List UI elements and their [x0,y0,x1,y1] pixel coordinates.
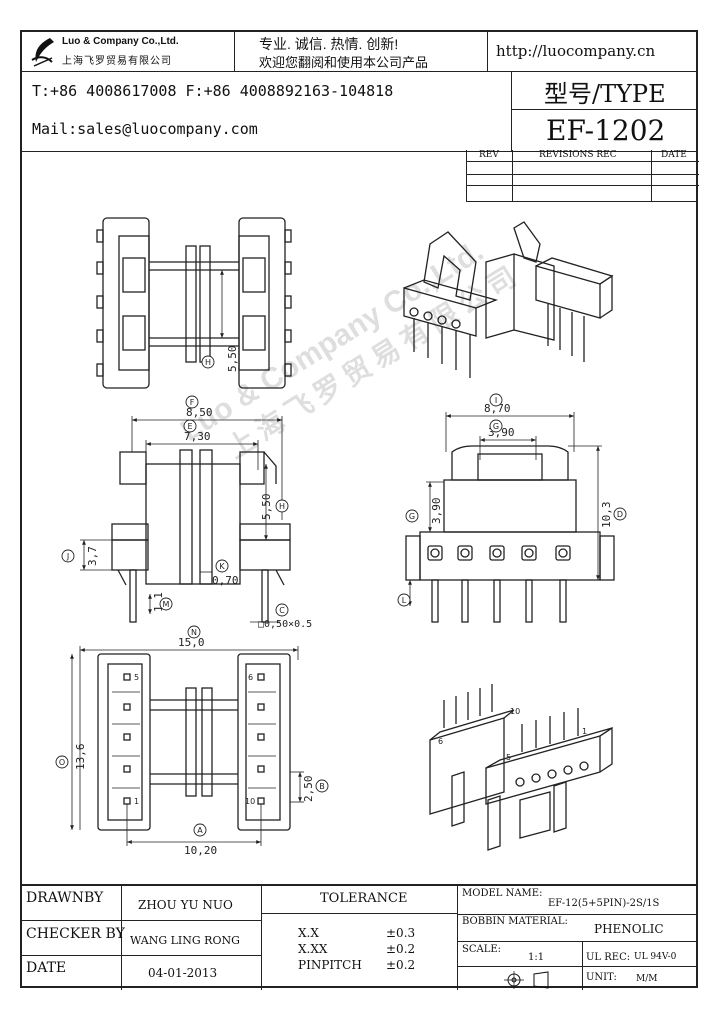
ul-value: UL 94V-0 [634,952,677,962]
drawnby-value: ZHOU YU NUO [138,898,233,912]
model-number: EF-1202 [546,114,666,147]
rec-col-header: REVISIONS REC [539,150,617,160]
revisions-table: REV REVISIONS REC DATE [466,150,699,202]
model-name-label: MODEL NAME: [462,888,543,899]
model-name-value: EF-12(5+5PIN)-2S/1S [548,898,660,909]
ul-label: UL REC: [586,952,631,963]
date-label: DATE [26,960,67,976]
slogan-line1: 专业. 诚信. 热情. 创新! [259,36,399,52]
email: Mail:sales@luocompany.com [32,120,258,138]
scale-label: SCALE: [462,944,502,955]
projection-symbol-icon [504,971,549,989]
website-link[interactable]: http://luocompany.cn [496,42,656,60]
drawnby-label: DRAWNBY [26,890,104,906]
company-name-cn: 上海飞罗贸易有限公司 [62,56,172,67]
company-name: Luo & Company Co.,Ltd. [62,36,179,47]
date-value: 04-01-2013 [148,966,218,980]
slogan-cell: 专业. 诚信. 热情. 创新! 欢迎您翻阅和使用本公司产品 [235,32,488,72]
logo-cell: Luo & Company Co.,Ltd. 上海飞罗贸易有限公司 [22,32,235,72]
unit-label: UNIT: [586,972,617,983]
rev-col-header: REV [479,150,499,160]
bobbin-label: BOBBIN MATERIAL: [462,916,568,927]
bobbin-value: PHENOLIC [594,922,664,936]
tol1-key: X.X [298,926,319,940]
drawing-frame: Luo & Company Co.,Ltd. 上海飞罗贸易有限公司 专业. 诚信… [20,30,699,990]
tolerance-label: TOLERANCE [320,891,408,906]
date-col-header: DATE [661,150,687,160]
model-cell: EF-1202 [512,110,698,152]
checker-value: WANG LING RONG [130,934,240,947]
type-cell: 型号/TYPE [512,72,698,110]
contact-cell: T:+86 4008617008 F:+86 4008892163-104818… [22,72,512,152]
tol3-val: ±0.2 [386,958,416,972]
tol3-key: PINPITCH [298,958,362,972]
slogan-line2: 欢迎您翻阅和使用本公司产品 [259,55,429,70]
tol2-val: ±0.2 [386,942,416,956]
unit-value: M/M [636,974,658,984]
tol2-key: X.XX [298,942,328,956]
tol1-val: ±0.3 [386,926,416,940]
website-cell: http://luocompany.cn [488,32,698,72]
company-logo-icon [31,38,54,67]
title-block: DRAWNBY ZHOU YU NUO CHECKER BY WANG LING… [22,884,698,990]
scale-value: 1:1 [528,952,545,963]
type-label: 型号/TYPE [544,80,666,108]
checker-label: CHECKER BY [26,926,125,942]
phone-fax: T:+86 4008617008 F:+86 4008892163-104818 [32,82,394,100]
